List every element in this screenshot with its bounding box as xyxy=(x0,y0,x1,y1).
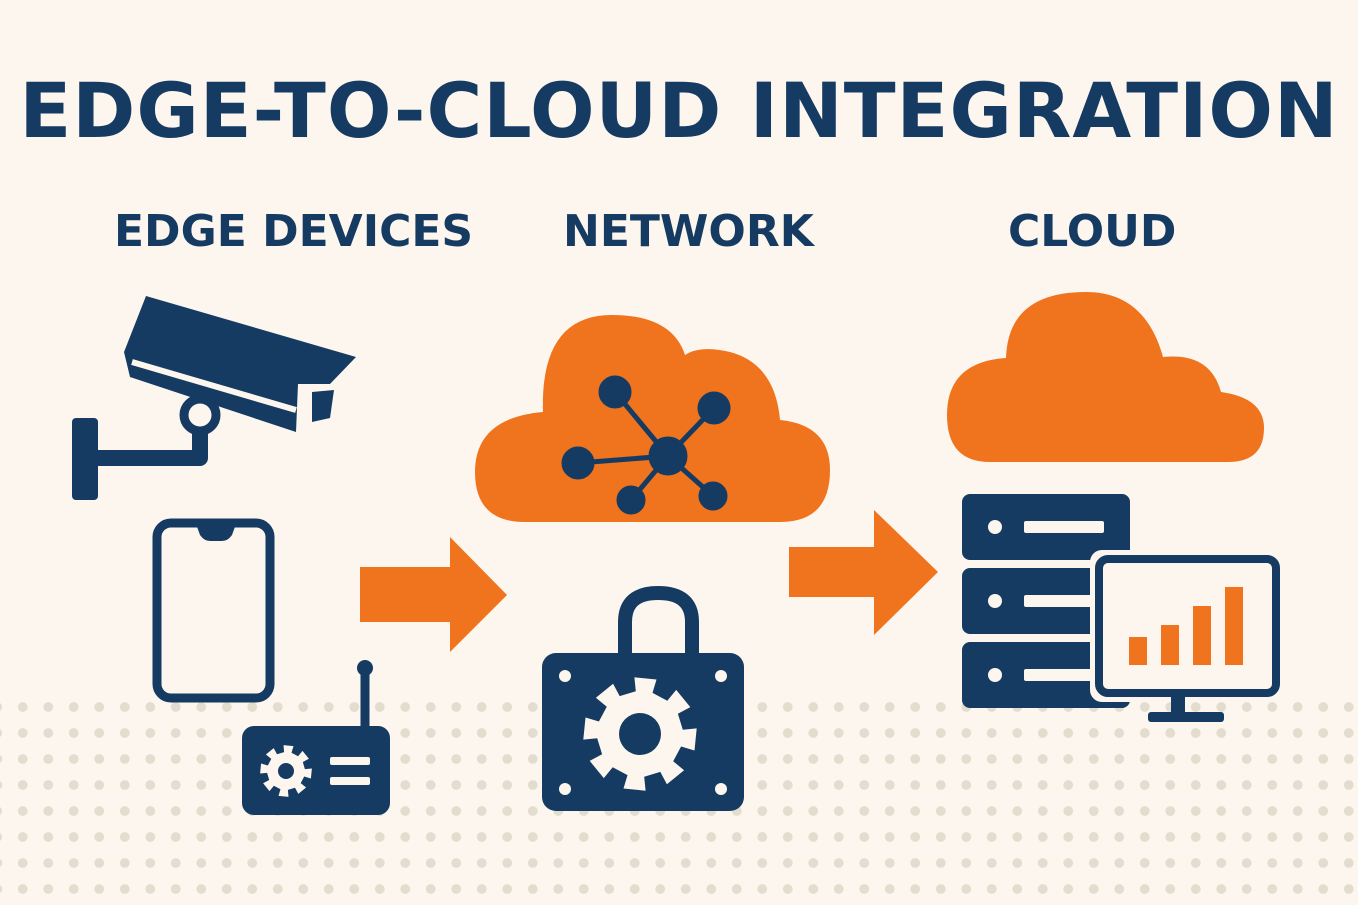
smartphone-icon xyxy=(152,518,275,703)
arrow-right-icon xyxy=(360,537,507,652)
gear-hole xyxy=(619,713,661,755)
network-node-icon xyxy=(561,375,731,515)
gear-hole xyxy=(278,763,294,779)
secure-gear-lock-icon xyxy=(542,585,744,811)
gear-icon xyxy=(260,745,312,797)
cloud-icon xyxy=(947,292,1264,462)
network-cloud-icon xyxy=(475,315,830,522)
page-title: EDGE-TO-CLOUD INTEGRATION xyxy=(19,66,1339,155)
router-icon xyxy=(242,660,390,815)
monitor-chart-icon xyxy=(1090,550,1285,722)
security-camera-icon xyxy=(72,296,356,500)
cloud-label: CLOUD xyxy=(1008,206,1177,257)
arrow-right-icon xyxy=(789,510,938,635)
gear-icon xyxy=(583,677,697,791)
server-icon xyxy=(962,494,1130,708)
network-label: NETWORK xyxy=(563,206,814,257)
edge-devices-label: EDGE DEVICES xyxy=(114,206,474,257)
